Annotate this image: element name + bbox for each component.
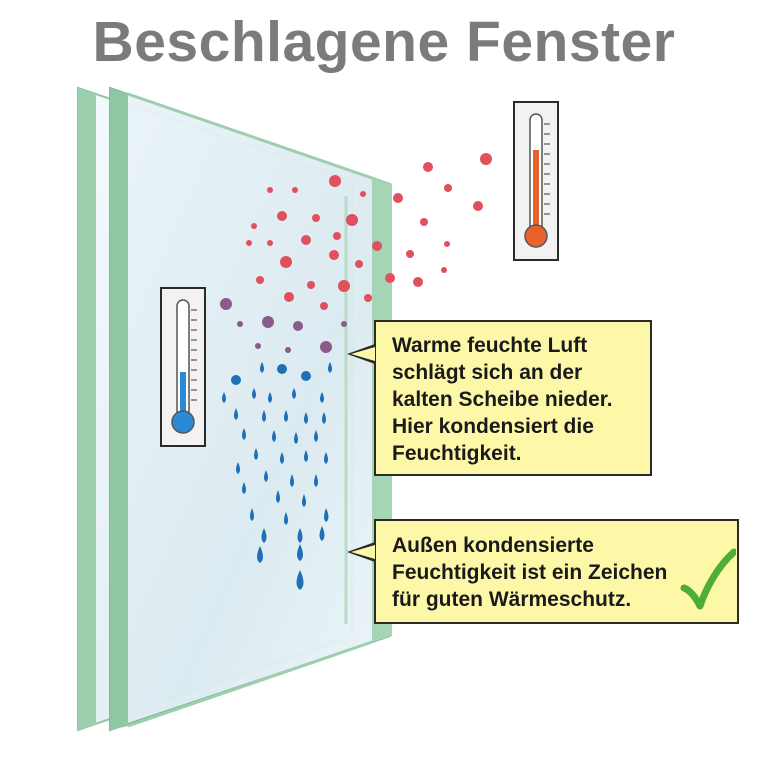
droplet [255, 343, 261, 349]
drop [242, 482, 246, 494]
checkmark-icon [680, 548, 736, 610]
drop [320, 392, 324, 403]
drop [254, 448, 258, 460]
droplet [292, 187, 298, 193]
droplet [406, 250, 414, 258]
drop [250, 508, 254, 521]
warm-air-droplets [246, 153, 492, 310]
droplet [393, 193, 403, 203]
droplet [420, 218, 428, 226]
drop [324, 508, 329, 522]
droplet [364, 294, 372, 302]
drop [242, 428, 246, 440]
drop [284, 410, 288, 422]
drop [324, 452, 328, 464]
drop [252, 388, 256, 399]
droplet [341, 321, 347, 327]
drop [322, 412, 326, 424]
droplet [320, 341, 332, 353]
droplet [333, 232, 341, 240]
drop [296, 570, 304, 590]
drop [302, 494, 306, 507]
drop [294, 432, 298, 444]
droplet [423, 162, 433, 172]
callout-pointer-fill [351, 347, 375, 361]
drop [264, 470, 268, 482]
droplet [480, 153, 492, 165]
droplet [301, 371, 311, 381]
drop [319, 526, 325, 541]
droplet [355, 260, 363, 268]
callout-text: Außen kondensierte Feuchtigkeit ist ein … [392, 534, 668, 611]
drop [268, 392, 272, 403]
drop [222, 392, 226, 403]
droplet [231, 375, 241, 385]
drop [236, 462, 240, 474]
droplet [267, 187, 273, 193]
droplet [251, 223, 257, 229]
droplet [267, 240, 273, 246]
droplet [346, 214, 358, 226]
thermometer-cold-icon [160, 287, 206, 447]
drop [257, 546, 263, 563]
drop [297, 544, 303, 561]
droplet [312, 214, 320, 222]
thermometer-warm-icon [513, 101, 559, 261]
drop [290, 474, 294, 487]
droplet [385, 273, 395, 283]
callout-condensation-inside: Warme feuchte Luft schlägt sich an der k… [374, 320, 652, 476]
droplet [372, 241, 382, 251]
droplet [329, 175, 341, 187]
glass-pane-front [109, 86, 392, 732]
drop [234, 408, 238, 420]
droplet [220, 298, 232, 310]
droplet [237, 321, 243, 327]
droplet [277, 211, 287, 221]
droplet [444, 241, 450, 247]
condensation-droplets [222, 362, 332, 590]
droplet [473, 201, 483, 211]
drop [297, 528, 303, 543]
drop [272, 430, 276, 442]
droplet [285, 347, 291, 353]
droplet [256, 276, 264, 284]
droplet [413, 277, 423, 287]
droplet [338, 280, 350, 292]
drop [261, 528, 267, 543]
droplet [320, 302, 328, 310]
droplet [284, 292, 294, 302]
droplet [246, 240, 252, 246]
drop [328, 362, 332, 373]
drop [304, 450, 308, 462]
drop [260, 362, 264, 373]
drop [284, 512, 288, 525]
drop [276, 490, 280, 503]
page-title: Beschlagene Fenster [92, 10, 676, 74]
droplet [301, 235, 311, 245]
drop [314, 430, 318, 442]
droplet [293, 321, 303, 331]
droplet [307, 281, 315, 289]
droplet [360, 191, 366, 197]
droplet [444, 184, 452, 192]
callout-text: Warme feuchte Luft schlägt sich an der k… [392, 334, 613, 465]
drop [280, 452, 284, 464]
callout-condensation-outside: Außen kondensierte Feuchtigkeit ist ein … [374, 519, 739, 624]
droplet [441, 267, 447, 273]
drop [314, 474, 318, 487]
drop [304, 412, 308, 424]
transition-droplets [220, 298, 347, 353]
droplet [329, 250, 339, 260]
droplet [277, 364, 287, 374]
drop [292, 388, 296, 399]
droplet [280, 256, 292, 268]
drop [262, 410, 266, 422]
callout-pointer-fill [351, 545, 375, 559]
droplet [262, 316, 274, 328]
